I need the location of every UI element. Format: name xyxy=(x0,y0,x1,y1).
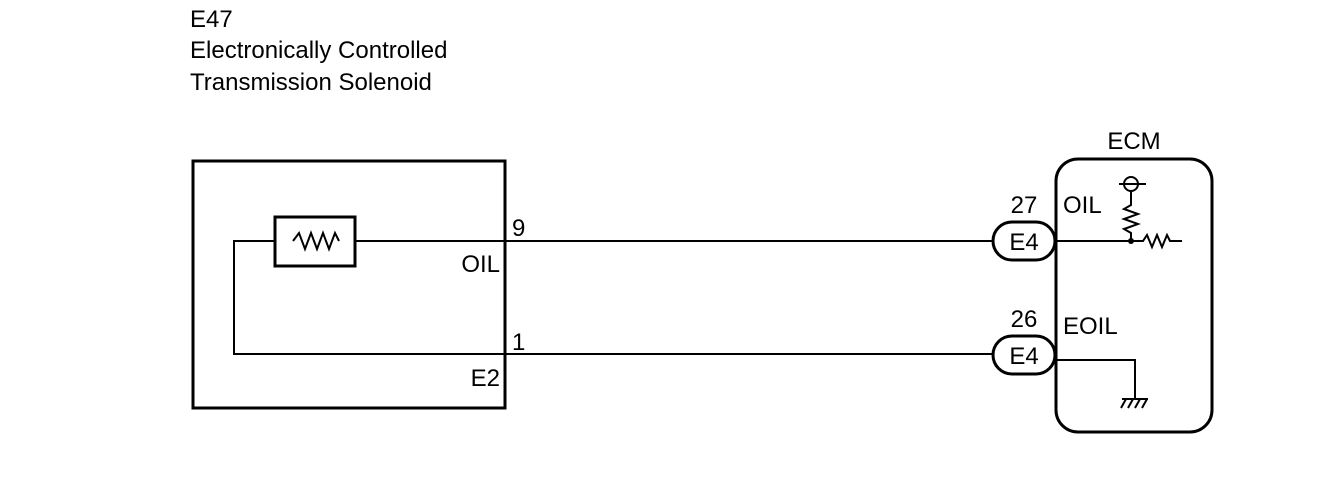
solenoid-box xyxy=(191,159,507,410)
pin-oil-signal: OIL xyxy=(461,251,500,278)
ecm-eoil-ground-wire xyxy=(1055,359,1136,399)
ecm-eoil-signal: EOIL xyxy=(1063,313,1118,340)
connector-e4-pin26 xyxy=(991,334,1057,376)
ecm-title: ECM xyxy=(1107,128,1160,155)
ecm-series-resistor xyxy=(1131,232,1182,250)
pin-9-label: 9 xyxy=(512,215,525,242)
solenoid-resistor-symbol xyxy=(292,230,340,252)
ground-symbol-hatch xyxy=(1120,398,1148,409)
ecm-pullup-resistor xyxy=(1121,191,1141,241)
connector-e4-pin26-label: E4 xyxy=(1009,343,1038,370)
ecm-supply-terminal xyxy=(1123,176,1139,192)
connector-e4-pin27-label: E4 xyxy=(1009,229,1038,256)
ecm-oil-signal: OIL xyxy=(1063,192,1102,219)
terminal-26-label: 26 xyxy=(1011,306,1038,333)
component-name-line2: Transmission Solenoid xyxy=(190,69,432,96)
terminal-27-label: 27 xyxy=(1011,192,1038,219)
internal-return-wire xyxy=(233,240,505,355)
component-name-line1: Electronically Controlled xyxy=(190,37,447,64)
pin-1-label: 1 xyxy=(512,329,525,356)
component-code: E47 xyxy=(190,6,233,33)
pin-e2-signal: E2 xyxy=(471,365,500,392)
ecm-box xyxy=(1054,157,1214,434)
